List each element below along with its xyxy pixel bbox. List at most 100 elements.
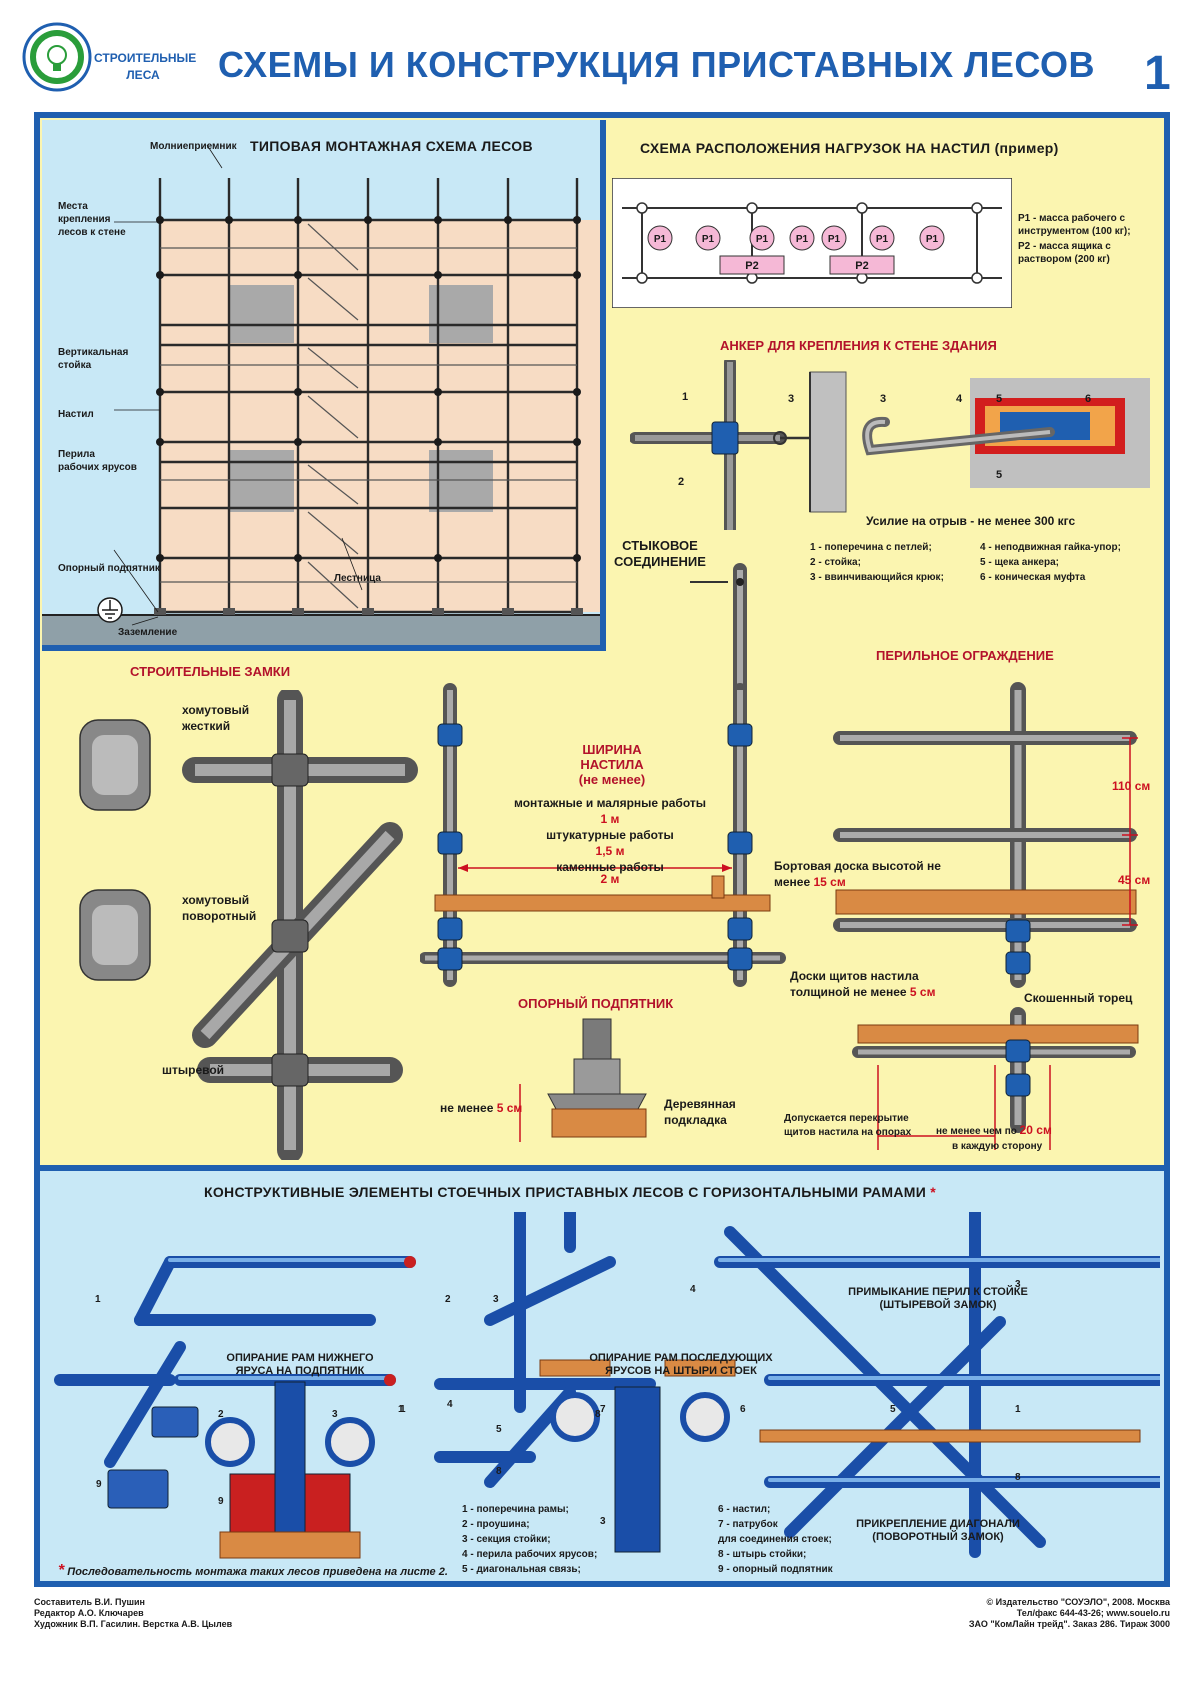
anchor-num-1: 1	[682, 391, 688, 403]
anchor-svg: 1 2 3 3 4 5 6 5	[629, 356, 1150, 546]
svg-text:3: 3	[493, 1294, 499, 1305]
deck-value2: 1,5 м	[595, 844, 625, 858]
elements-legend-8: 8 - штырь стойки;	[718, 1549, 807, 1560]
deck-width-title-main: ШИРИНА НАСТИЛА	[580, 742, 644, 772]
svg-text:3: 3	[1015, 1279, 1021, 1290]
svg-text:2: 2	[445, 1294, 451, 1305]
board-height-text: Бортовая доска высотой не менее	[774, 859, 941, 889]
anchor-num-5b: 5	[996, 469, 1002, 481]
anchor-force: Усилие на отрыв - не менее 300 кгс	[866, 514, 1076, 528]
elements-footnote: * Последовательность монтажа таких лесов…	[58, 1562, 448, 1580]
svg-text:8: 8	[496, 1466, 502, 1477]
elements-legend-7b: для соединения стоек;	[718, 1534, 832, 1545]
overlap-min-text: не менее чем по	[936, 1126, 1017, 1137]
label-rails: Перила рабочих ярусов	[58, 449, 137, 473]
load-p1-3: P1	[756, 234, 769, 245]
base-plate-drawing	[508, 1014, 668, 1149]
footer-publisher-line: © Издательство "СОУЭЛО", 2008. Москва	[986, 1597, 1170, 1607]
load-p1-2: P1	[702, 234, 715, 245]
locks-svg	[79, 687, 418, 1163]
footer-credits: Составитель В.И. Пушин Редактор А.О. Клю…	[34, 1597, 232, 1630]
elements-legend-5: 5 - диагональная связь;	[462, 1564, 581, 1575]
rail-join-label: ПРИМЫКАНИЕ ПЕРИЛ К СТОЙКЕ (ШТЫРЕВОЙ ЗАМО…	[848, 1286, 1028, 1311]
plank-thickness-text: Доски щитов настила толщиной не менее	[790, 969, 919, 999]
deck-width-drawing	[419, 680, 790, 1005]
label-base: Опорный подпятник	[58, 563, 160, 574]
elements-svg: 1 2 3 1 9 9 2 3 1 4 5 8 8 7 3 6 4 3 5 1 …	[54, 1201, 1186, 1574]
elements-title: КОНСТРУКТИВНЫЕ ЭЛЕМЕНТЫ СТОЕЧНЫХ ПРИСТАВ…	[204, 1184, 936, 1200]
lock-rigid-label: хомутовый жесткий	[182, 703, 250, 733]
railing-h2: 45 см	[1118, 873, 1151, 887]
deck-line2: штукатурные работы	[546, 828, 674, 842]
label-lightning: Молниеприемник	[150, 141, 237, 152]
load-p2-2: P2	[855, 260, 868, 272]
base-plate-title: ОПОРНЫЙ ПОДПЯТНИК	[518, 996, 674, 1011]
deck-value3: 2 м	[600, 872, 620, 886]
svg-text:1: 1	[1015, 1404, 1021, 1415]
elements-legend-4: 4 - перила рабочих ярусов;	[462, 1549, 598, 1560]
label-ground: Заземление	[118, 627, 178, 638]
upper-support-label: ОПИРАНИЕ РАМ ПОСЛЕДУЮЩИХ ЯРУСОВ НА ШТЫРИ…	[589, 1352, 773, 1377]
anchor-num-4: 4	[956, 393, 963, 405]
elements-legend-3: 3 - секция стойки;	[462, 1534, 551, 1545]
anchor-num-3b: 3	[880, 393, 886, 405]
svg-text:9: 9	[96, 1479, 102, 1490]
anchor-item-6: 6 - коническая муфта	[980, 572, 1086, 583]
svg-text:5: 5	[890, 1404, 896, 1415]
load-scheme-title-main: СХЕМА РАСПОЛОЖЕНИЯ НАГРУЗОК НА НАСТИЛ	[640, 140, 991, 156]
overlap-value: 20 см	[1019, 1123, 1052, 1137]
ground-icon	[97, 597, 123, 623]
label-vertical: Вертикальная стойка	[58, 347, 129, 371]
base-plate-wood: Деревянная подкладка	[664, 1097, 736, 1127]
svg-text:4: 4	[447, 1399, 453, 1410]
locks-title: СТРОИТЕЛЬНЫЕ ЗАМКИ	[130, 664, 291, 679]
base-plate-svg	[519, 1018, 647, 1142]
lower-support-label: ОПИРАНИЕ РАМ НИЖНЕГО ЯРУСА НА ПОДПЯТНИК	[226, 1352, 374, 1377]
lock-pin-label: штыревой	[162, 1063, 225, 1077]
load-p1-1: P1	[654, 234, 667, 245]
svg-text:8: 8	[595, 1409, 601, 1420]
overlap-label-3: в каждую сторону	[952, 1141, 1043, 1152]
deck-line3: каменные работы	[556, 860, 664, 874]
elements-title-main: КОНСТРУКТИВНЫЕ ЭЛЕМЕНТЫ СТОЕЧНЫХ ПРИСТАВ…	[204, 1184, 927, 1200]
mount-scheme-drawing	[42, 120, 614, 650]
anchor-item-1: 1 - поперечина с петлей;	[810, 542, 932, 553]
svg-text:1: 1	[95, 1294, 101, 1305]
elements-legend-6: 6 - настил;	[718, 1504, 771, 1515]
deck-width-subtitle: (не менее)	[578, 772, 646, 787]
base-plate-min: не менее 5 см	[440, 1100, 522, 1116]
mount-scheme-title: ТИПОВАЯ МОНТАЖНАЯ СХЕМА ЛЕСОВ	[250, 138, 533, 154]
deck-width-svg	[419, 683, 786, 987]
anchor-item-3: 3 - ввинчивающийся крюк;	[810, 572, 944, 583]
footnote-text: Последовательность монтажа таких лесов п…	[67, 1566, 448, 1578]
deck-width-list: монтажные и малярные работы 1 м штукатур…	[490, 795, 730, 875]
footer-editor: Редактор А.О. Ключарев	[34, 1608, 144, 1618]
railing-h1: 110 см	[1112, 779, 1151, 793]
anchor-num-6: 6	[1085, 393, 1091, 405]
anchor-item-4: 4 - неподвижная гайка-упор;	[980, 542, 1121, 553]
footer-publisher: © Издательство "СОУЭЛО", 2008. Москва Те…	[880, 1597, 1170, 1630]
footnote-star: *	[58, 1562, 65, 1579]
svg-text:5: 5	[496, 1424, 502, 1435]
deck-value1: 1 м	[600, 812, 620, 826]
railing-title: ПЕРИЛЬНОЕ ОГРАЖДЕНИЕ	[876, 648, 1054, 663]
overlap-label-2: не менее чем по 20 см	[936, 1124, 1052, 1138]
railing-drawing	[830, 680, 1160, 1155]
label-deck: Настил	[58, 409, 94, 420]
page-title: СХЕМЫ И КОНСТРУКЦИЯ ПРИСТАВНЫХ ЛЕСОВ	[218, 44, 1095, 85]
load-p2-1: P2	[745, 260, 758, 272]
anchor-drawing: 1 2 3 3 4 5 6 5	[629, 356, 1150, 546]
butt-joint-drawing	[690, 560, 770, 715]
butt-joint-label: СТЫКОВОЕ СОЕДИНЕНИЕ	[614, 538, 706, 569]
safety-logo-icon	[22, 22, 92, 92]
railing-svg	[833, 682, 1139, 1150]
svg-text:8: 8	[1015, 1472, 1021, 1483]
diagonal-label: ПРИКРЕПЛЕНИЕ ДИАГОНАЛИ (ПОВОРОТНЫЙ ЗАМОК…	[856, 1518, 1020, 1543]
load-scheme-title: СХЕМА РАСПОЛОЖЕНИЯ НАГРУЗОК НА НАСТИЛ (п…	[640, 140, 1059, 156]
bevel-label: Скошенный торец	[1024, 991, 1133, 1005]
deck-line1: монтажные и малярные работы	[514, 796, 706, 810]
svg-text:2: 2	[218, 1409, 224, 1420]
load-legend-p2: P2 - масса ящика с раствором (200 кг)	[1018, 241, 1111, 265]
footer-artist: Художник В.П. Гасилин. Верстка А.В. Цыле…	[34, 1619, 233, 1629]
board-height: Бортовая доска высотой не менее 15 см	[774, 858, 964, 890]
